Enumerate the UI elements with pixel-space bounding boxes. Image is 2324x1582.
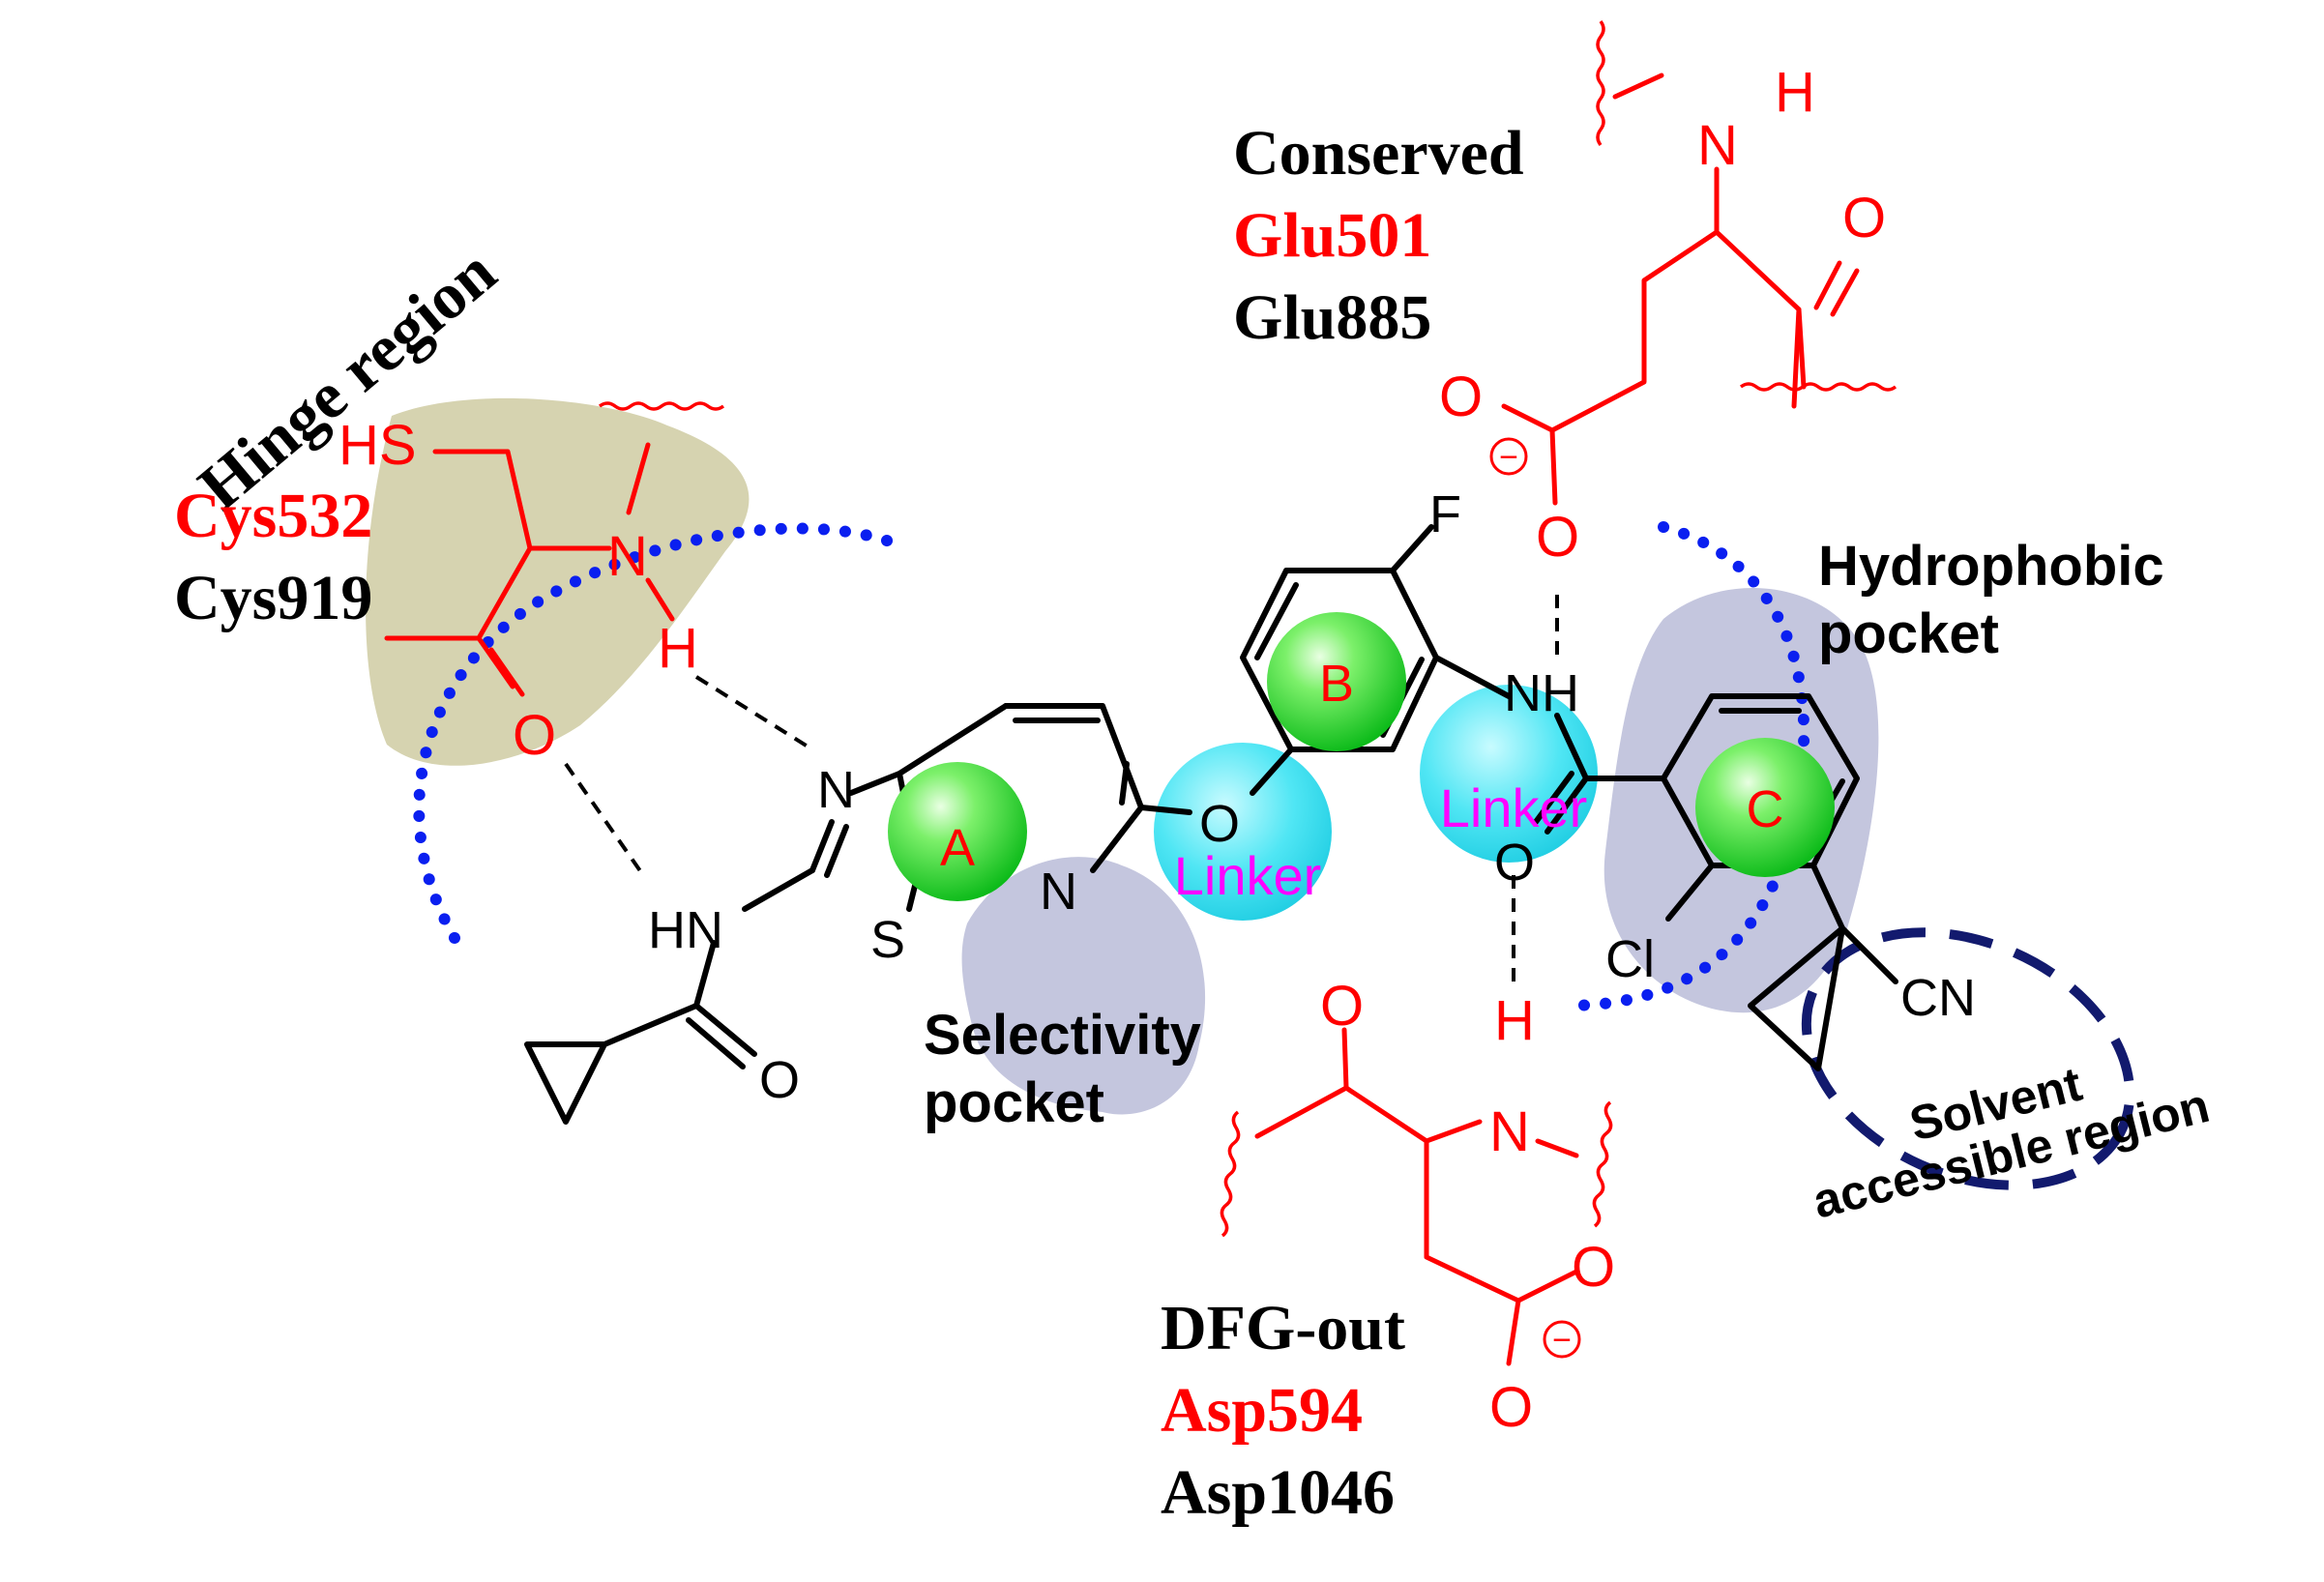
pyridine-n-atom: N bbox=[1040, 863, 1077, 921]
glu-o1-atom: O bbox=[1439, 366, 1483, 428]
hydrophobic-pocket-label-2: pocket bbox=[1818, 602, 1999, 665]
asp-o2-atom: O bbox=[1489, 1376, 1533, 1439]
cys-hs-atom: HS bbox=[338, 414, 417, 477]
thiadiazole-n-atom: N bbox=[817, 761, 855, 819]
thiadiazole-s-atom: S bbox=[870, 911, 905, 969]
glu-wavy-cut-top bbox=[1596, 19, 1605, 147]
ring-c-label: C bbox=[1747, 780, 1784, 838]
ring-c-sphere bbox=[1695, 738, 1835, 877]
glu885-label: Glu885 bbox=[1233, 282, 1431, 353]
glu-n-atom: N bbox=[1697, 114, 1738, 177]
glu-wavy-cut-right bbox=[1739, 382, 1897, 392]
linker-left-sphere bbox=[1154, 743, 1332, 921]
cys-residue-bonds bbox=[384, 401, 725, 697]
ring-b-sphere bbox=[1267, 612, 1406, 751]
hbond-cys-nh-to-thiadiazole-n bbox=[694, 675, 814, 751]
cys532-label: Cys532 bbox=[174, 481, 372, 551]
ligand-atom-labels: N S HN O N O F NH O Cl CN bbox=[648, 485, 1976, 1109]
asp-charge-circle bbox=[1543, 1320, 1581, 1359]
asp-charge-sign: − bbox=[1552, 1322, 1572, 1359]
amide-hn-atom: HN bbox=[648, 901, 723, 959]
linker-right-label: Linker bbox=[1440, 777, 1588, 838]
hydrophobic-pocket-label-1: Hydrophobic bbox=[1818, 535, 2164, 598]
selectivity-pocket-shape bbox=[961, 857, 1206, 1115]
chloro-atom: Cl bbox=[1605, 930, 1655, 988]
hbond-cys-o-to-amide-hn bbox=[564, 762, 645, 877]
linker-left-label: Linker bbox=[1174, 845, 1322, 906]
asp-o1-atom: O bbox=[1572, 1236, 1615, 1299]
glu-o2-atom: O bbox=[1536, 506, 1579, 569]
hinge-boundary-dots bbox=[413, 522, 896, 944]
glu-h-atom: H bbox=[1775, 61, 1815, 124]
cys-wavy-cut bbox=[598, 401, 725, 411]
asp594-label: Asp594 bbox=[1161, 1375, 1363, 1446]
ring-b-label: B bbox=[1319, 655, 1354, 713]
amide-nh-atom: NH bbox=[1504, 664, 1579, 722]
asp-h-atom: H bbox=[1494, 989, 1535, 1052]
fluoro-atom: F bbox=[1429, 485, 1461, 543]
nitrile-atom: CN bbox=[1900, 969, 1976, 1027]
asp1046-label: Asp1046 bbox=[1161, 1457, 1395, 1528]
cys919-label: Cys919 bbox=[174, 563, 372, 633]
ring-a-sphere bbox=[888, 762, 1027, 901]
selectivity-pocket-label-1: Selectivity bbox=[924, 1004, 1201, 1067]
solvent-region-ellipse bbox=[1801, 927, 2135, 1190]
conserved-label: Conserved bbox=[1233, 118, 1524, 189]
dfg-out-label: DFG-out bbox=[1161, 1293, 1405, 1363]
asp-carbonyl-o-atom: O bbox=[1320, 975, 1364, 1038]
linker-right-sphere bbox=[1420, 685, 1598, 863]
glu501-label: Glu501 bbox=[1233, 200, 1431, 271]
asp-wavy-cut-right bbox=[1592, 1100, 1613, 1228]
cys-n-atom: N bbox=[607, 525, 648, 588]
asp-residue-bonds bbox=[1220, 1027, 1613, 1366]
selectivity-pocket-label-2: pocket bbox=[924, 1071, 1104, 1134]
glu-charge-circle bbox=[1489, 437, 1528, 476]
amide-o-atom: O bbox=[759, 1051, 800, 1109]
amide-o2-atom: O bbox=[1494, 834, 1535, 892]
ether-o-atom: O bbox=[1199, 795, 1240, 853]
hinge-shaded-region bbox=[366, 397, 750, 766]
asp-n-atom: N bbox=[1489, 1100, 1530, 1163]
ligand-bonds bbox=[524, 524, 1898, 1125]
glu-residue-bonds bbox=[1501, 19, 1897, 506]
cys-o-atom: O bbox=[513, 704, 556, 767]
cys-h-atom: H bbox=[658, 617, 698, 680]
residue-atom-labels: HS N H O N H O O O O H N O O bbox=[338, 61, 1886, 1439]
glu-charge-sign: − bbox=[1499, 439, 1518, 476]
asp-wavy-cut-left bbox=[1220, 1110, 1241, 1238]
ring-a-label: A bbox=[940, 819, 975, 877]
glu-carbonyl-o-atom: O bbox=[1842, 187, 1886, 249]
